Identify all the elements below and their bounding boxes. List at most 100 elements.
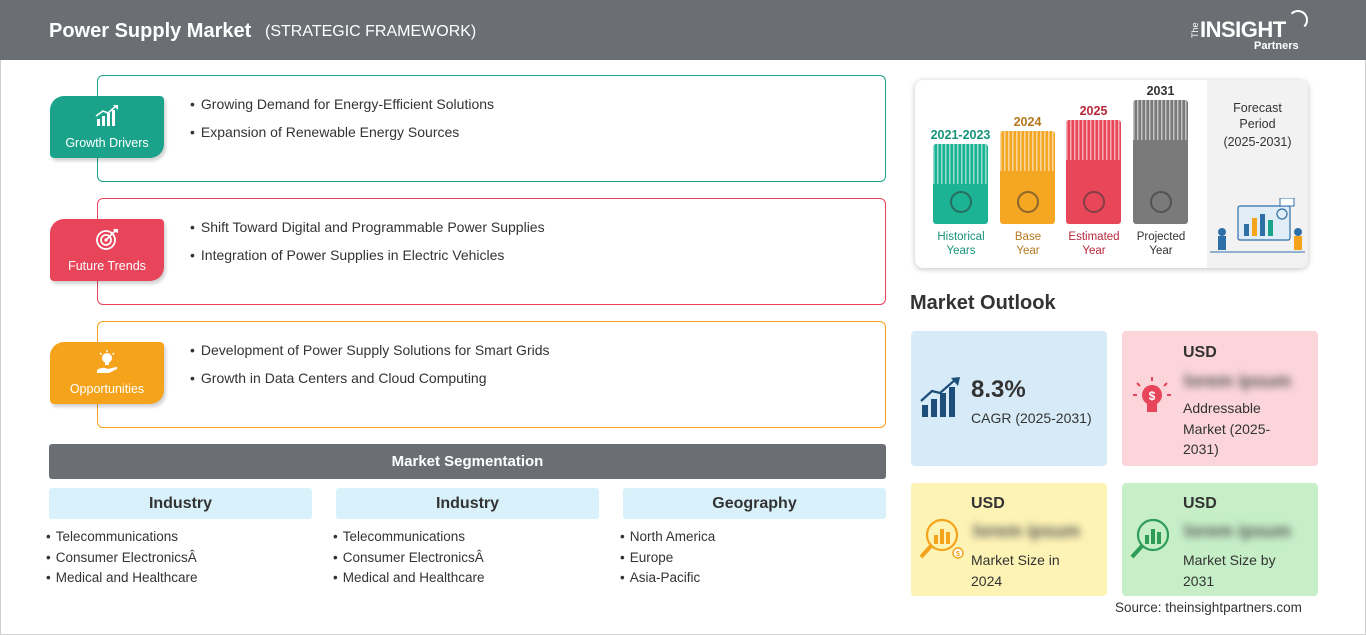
logo-partners-text: Partners xyxy=(1254,40,1299,52)
market-outlook-title: Market Outlook xyxy=(910,292,1056,314)
analytics-people-illustration-icon xyxy=(1210,198,1305,253)
segment-heading: Geography xyxy=(623,488,886,519)
blurred-value: lorem ipsum xyxy=(1184,521,1292,541)
list-item: Development of Power Supply Solutions fo… xyxy=(190,342,550,358)
timeline-bar xyxy=(1133,100,1188,224)
bar-chart-growth-icon xyxy=(95,105,118,126)
target-icon xyxy=(96,229,118,250)
segment-item: Telecommunications xyxy=(333,527,599,548)
segment-list: Telecommunications Consumer ElectronicsÂ… xyxy=(46,527,312,589)
desc-line: Market Size in xyxy=(971,552,1060,568)
segment-item: Consumer ElectronicsÂ xyxy=(46,548,312,569)
forecast-line: Period xyxy=(1239,117,1276,131)
segment-list: North America Europe Asia-Pacific xyxy=(620,527,886,589)
calendar-icon xyxy=(1017,191,1039,213)
timeline-bar xyxy=(1000,131,1055,224)
segment-heading: Industry xyxy=(336,488,599,519)
insight-partners-logo[interactable]: The INSIGHT Partners xyxy=(1190,8,1320,54)
desc-line: Market Size by xyxy=(1183,552,1276,568)
growth-drivers-badge: Growth Drivers xyxy=(50,96,164,158)
currency-label: USD xyxy=(1183,495,1217,512)
segment-column-industry: Industry Telecommunications Consumer Ele… xyxy=(49,488,312,589)
timeline-bar xyxy=(933,144,988,224)
segment-item: North America xyxy=(620,527,886,548)
segment-heading: Industry xyxy=(49,488,312,519)
addressable-market-card: $ USD lorem ipsum Addressable Market (20… xyxy=(1122,331,1318,466)
segment-item: Europe xyxy=(620,548,886,569)
timeline-year-label: 2021-2023 xyxy=(930,128,991,142)
segment-column-industry-2: Industry Telecommunications Consumer Ele… xyxy=(336,488,599,589)
forecast-line: (2025-2031) xyxy=(1223,135,1292,149)
list-item: Shift Toward Digital and Programmable Po… xyxy=(190,219,545,235)
forecast-period-text: Forecast Period (2025-2031) xyxy=(1207,100,1308,150)
list-item: Expansion of Renewable Energy Sources xyxy=(190,124,494,140)
future-trends-badge: Future Trends xyxy=(50,219,164,281)
addressable-desc: Addressable Market (2025- 2031) xyxy=(1183,398,1270,460)
forecast-line: Forecast xyxy=(1233,101,1282,115)
cagr-label: CAGR (2025-2031) xyxy=(971,410,1092,426)
timeline-bar xyxy=(1066,120,1121,224)
future-trends-list: Shift Toward Digital and Programmable Po… xyxy=(190,219,545,275)
svg-text:$: $ xyxy=(956,551,960,558)
opportunities-list: Development of Power Supply Solutions fo… xyxy=(190,342,550,398)
bar-stripes xyxy=(1066,120,1121,160)
history-icon xyxy=(950,191,972,213)
segment-item: Medical and Healthcare xyxy=(333,568,599,589)
bar-stripes xyxy=(1133,100,1188,140)
desc-line: 2031 xyxy=(1183,572,1215,589)
segmentation-header: Market Segmentation xyxy=(49,444,886,479)
growth-drivers-box: Growing Demand for Energy-Efficient Solu… xyxy=(97,75,886,182)
lightbulb-dollar-icon: $ xyxy=(1133,377,1171,412)
timeline-year-label: 2031 xyxy=(1146,84,1175,98)
market-size-2024-card: $ USD lorem ipsum Market Size in 2024 xyxy=(911,483,1107,596)
bar-stripes xyxy=(933,144,988,184)
blurred-value: lorem ipsum xyxy=(1184,371,1292,391)
size-2024-desc: Market Size in 2024 xyxy=(971,550,1060,591)
page-subtitle: (STRATEGIC FRAMEWORK) xyxy=(265,23,477,40)
badge-label: Opportunities xyxy=(69,382,145,396)
segment-item: Asia-Pacific xyxy=(620,568,886,589)
desc-line: Market (2025- xyxy=(1183,420,1271,437)
timeline-year-label: 2025 xyxy=(1079,104,1108,118)
currency-label: USD xyxy=(1183,344,1217,361)
page-title: Power Supply Market xyxy=(49,20,252,42)
market-size-2031-card: USD lorem ipsum Market Size by 2031 xyxy=(1122,483,1318,596)
header-bar: Power Supply Market (STRATEGIC FRAMEWORK… xyxy=(0,0,1366,60)
segment-item: Consumer ElectronicsÂ xyxy=(333,548,599,569)
logo-swoosh-icon xyxy=(1288,10,1308,30)
magnifier-chart-icon xyxy=(1130,518,1170,559)
desc-line: Addressable xyxy=(1183,400,1261,416)
cagr-value: 8.3% xyxy=(971,376,1026,403)
logo-insight-text: INSIGHT xyxy=(1200,17,1286,42)
list-item: Growing Demand for Energy-Efficient Solu… xyxy=(190,96,494,112)
growth-drivers-list: Growing Demand for Energy-Efficient Solu… xyxy=(190,96,494,152)
list-item: Growth in Data Centers and Cloud Computi… xyxy=(190,370,550,386)
desc-line: 2024 xyxy=(971,572,1003,589)
blurred-value: lorem ipsum xyxy=(973,521,1081,541)
idea-hand-icon xyxy=(97,350,118,373)
badge-label: Growth Drivers xyxy=(65,136,149,150)
timeline-year-label: 2024 xyxy=(1013,115,1042,129)
logo-the-text: The xyxy=(1190,22,1200,38)
settings-chart-icon xyxy=(1083,191,1105,213)
size-2031-desc: Market Size by 2031 xyxy=(1183,550,1276,591)
magnifier-chart-icon: $ xyxy=(919,518,964,559)
growth-chart-icon xyxy=(920,377,960,417)
desc-line: 2031) xyxy=(1183,441,1219,457)
badge-label: Future Trends xyxy=(68,259,146,273)
segment-column-geography: Geography North America Europe Asia-Paci… xyxy=(623,488,886,589)
cagr-card: 8.3% CAGR (2025-2031) xyxy=(911,331,1107,466)
opportunities-badge: Opportunities xyxy=(50,342,164,404)
opportunities-box: Development of Power Supply Solutions fo… xyxy=(97,321,886,428)
future-trends-box: Shift Toward Digital and Programmable Po… xyxy=(97,198,886,305)
list-item: Integration of Power Supplies in Electri… xyxy=(190,247,545,263)
svg-text:$: $ xyxy=(1149,389,1156,403)
segment-item: Telecommunications xyxy=(46,527,312,548)
presentation-icon xyxy=(1150,191,1172,213)
bar-stripes xyxy=(1000,131,1055,171)
